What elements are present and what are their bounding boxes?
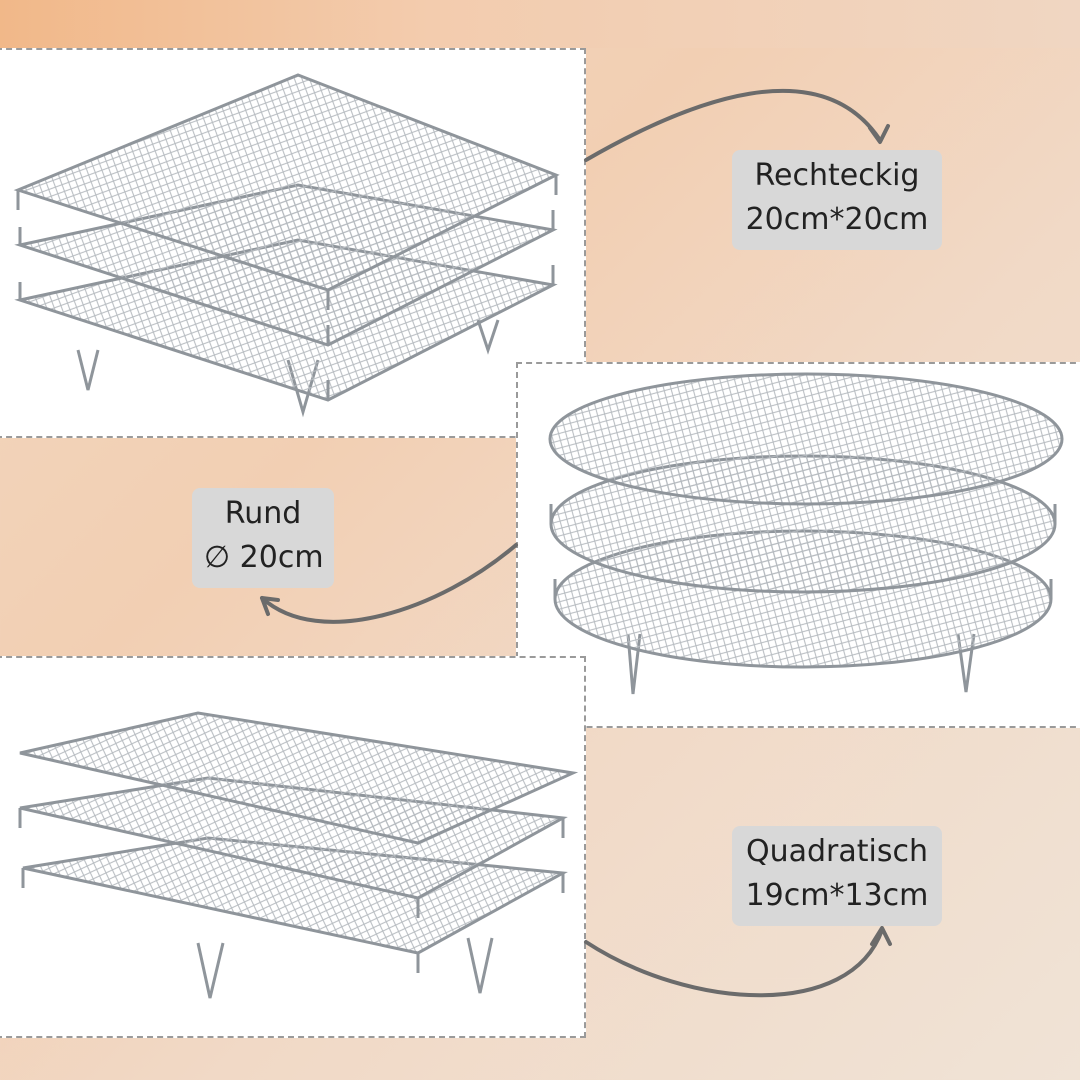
arrow-to-round-label — [260, 543, 518, 624]
rectangular-basket-illustration — [13, 73, 560, 418]
square-basket-image — [0, 656, 586, 1038]
top-gradient-strip — [0, 0, 1080, 48]
arrow-to-rect-label-head — [868, 124, 890, 144]
rectangular-basket-image — [0, 48, 586, 438]
round-size-text: ∅ 20cm — [204, 540, 324, 575]
rectangular-size-label: Rechteckig 20cm*20cm — [732, 150, 942, 250]
arrow-to-square-label-head — [870, 926, 892, 946]
arrow-to-rect-label — [584, 88, 882, 162]
rectangular-size-text: 20cm*20cm — [745, 202, 929, 237]
square-size-text: 19cm*13cm — [745, 878, 929, 913]
square-basket-illustration — [18, 711, 579, 999]
rectangular-shape-text: Rechteckig — [754, 158, 920, 193]
round-basket-image — [516, 362, 1080, 728]
square-shape-text: Quadratisch — [745, 834, 928, 869]
round-size-label: Rund ∅ 20cm — [192, 488, 334, 588]
arrow-to-square-label — [584, 928, 884, 998]
square-size-label: Quadratisch 19cm*13cm — [732, 826, 942, 926]
round-basket-illustration — [548, 372, 1064, 695]
arrow-to-round-label-head — [260, 596, 280, 616]
round-shape-text: Rund — [224, 496, 302, 531]
